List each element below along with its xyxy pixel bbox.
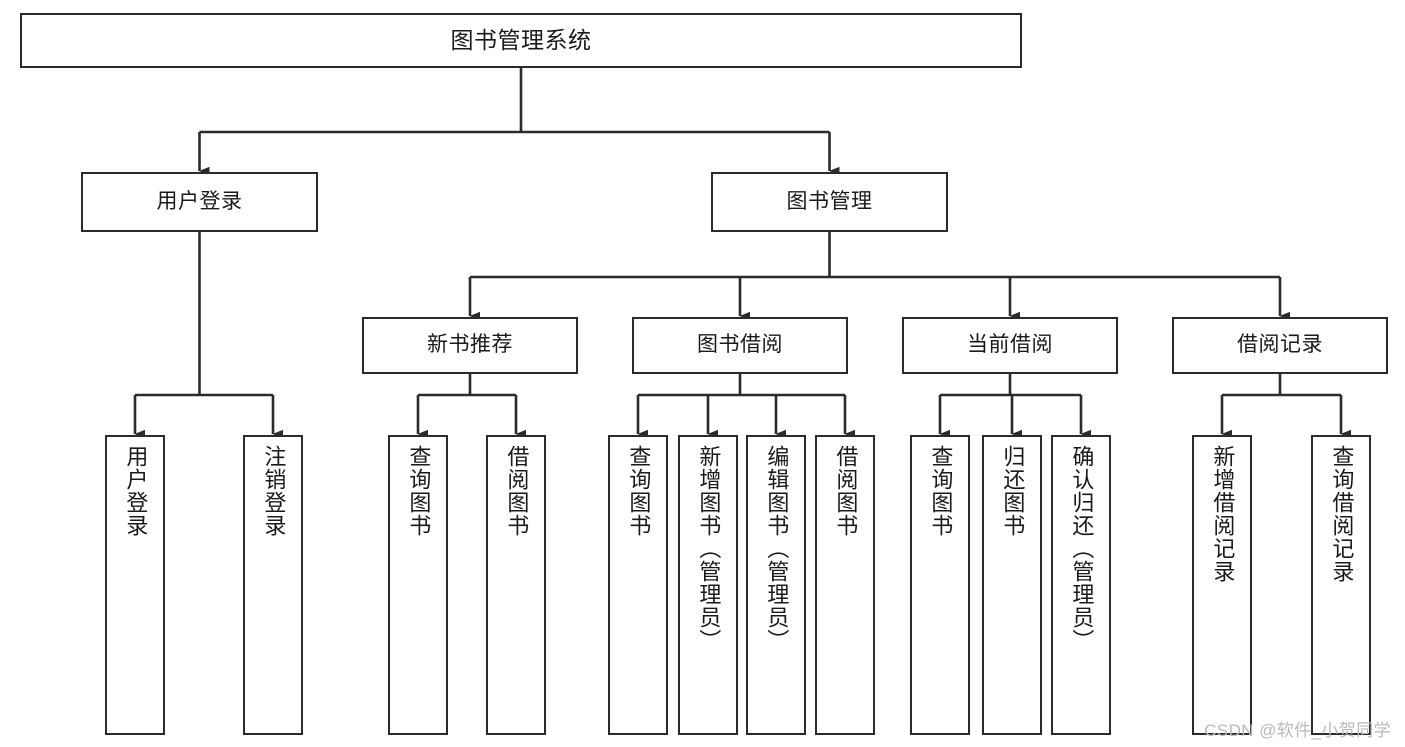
node-label: 图书借阅 bbox=[697, 333, 783, 357]
node-user-login[interactable]: 用户登录 bbox=[81, 172, 318, 232]
node-label: 确认归还（管理员） bbox=[1069, 445, 1095, 652]
node-label: 借阅图书 bbox=[504, 445, 530, 537]
node-new-book-recommend[interactable]: 新书推荐 bbox=[362, 317, 578, 374]
node-label: 当前借阅 bbox=[967, 333, 1053, 357]
leaf-node-leaf-user-logout[interactable]: 注销登录 bbox=[243, 435, 303, 735]
leaf-node-leaf-user-login[interactable]: 用户登录 bbox=[105, 435, 165, 735]
leaf-node-leaf-borrow-book-1[interactable]: 借阅图书 bbox=[486, 435, 546, 735]
leaf-node-leaf-query-book-3[interactable]: 查询图书 bbox=[910, 435, 970, 735]
node-label: 查询借阅记录 bbox=[1329, 445, 1355, 583]
node-label: 新增图书（管理员） bbox=[696, 445, 722, 652]
leaf-node-leaf-query-borrow-record[interactable]: 查询借阅记录 bbox=[1311, 435, 1371, 735]
node-label: 新书推荐 bbox=[427, 333, 513, 357]
node-label: 用户登录 bbox=[156, 189, 243, 213]
leaf-node-leaf-return-book[interactable]: 归还图书 bbox=[982, 435, 1042, 735]
node-label: 借阅图书 bbox=[833, 445, 859, 537]
leaf-node-leaf-confirm-return-admin[interactable]: 确认归还（管理员） bbox=[1051, 435, 1111, 735]
leaf-node-leaf-query-book-2[interactable]: 查询图书 bbox=[608, 435, 668, 735]
node-label: 归还图书 bbox=[1000, 445, 1026, 537]
node-label: 查询图书 bbox=[626, 445, 652, 537]
leaf-node-leaf-edit-book-admin[interactable]: 编辑图书（管理员） bbox=[746, 435, 806, 735]
leaf-node-leaf-borrow-book-2[interactable]: 借阅图书 bbox=[815, 435, 875, 735]
node-label: 新增借阅记录 bbox=[1210, 445, 1236, 583]
node-label: 图书管理系统 bbox=[450, 27, 592, 54]
watermark: CSDN @软件_小贺同学 bbox=[1204, 721, 1391, 740]
node-current-borrow[interactable]: 当前借阅 bbox=[902, 317, 1118, 374]
node-label: 图书管理 bbox=[786, 189, 873, 213]
node-label: 借阅记录 bbox=[1237, 333, 1323, 357]
node-book-manage[interactable]: 图书管理 bbox=[711, 172, 948, 232]
leaf-node-leaf-query-book-1[interactable]: 查询图书 bbox=[388, 435, 448, 735]
node-label: 注销登录 bbox=[261, 445, 287, 537]
node-label: 查询图书 bbox=[406, 445, 432, 537]
node-label: 编辑图书（管理员） bbox=[764, 445, 790, 652]
node-label: 用户登录 bbox=[123, 445, 149, 537]
node-root[interactable]: 图书管理系统 bbox=[20, 13, 1022, 68]
node-borrow-record[interactable]: 借阅记录 bbox=[1172, 317, 1388, 374]
leaf-node-leaf-add-book-admin[interactable]: 新增图书（管理员） bbox=[678, 435, 738, 735]
leaf-node-leaf-add-borrow-record[interactable]: 新增借阅记录 bbox=[1192, 435, 1252, 735]
node-book-borrow[interactable]: 图书借阅 bbox=[632, 317, 848, 374]
node-label: 查询图书 bbox=[928, 445, 954, 537]
